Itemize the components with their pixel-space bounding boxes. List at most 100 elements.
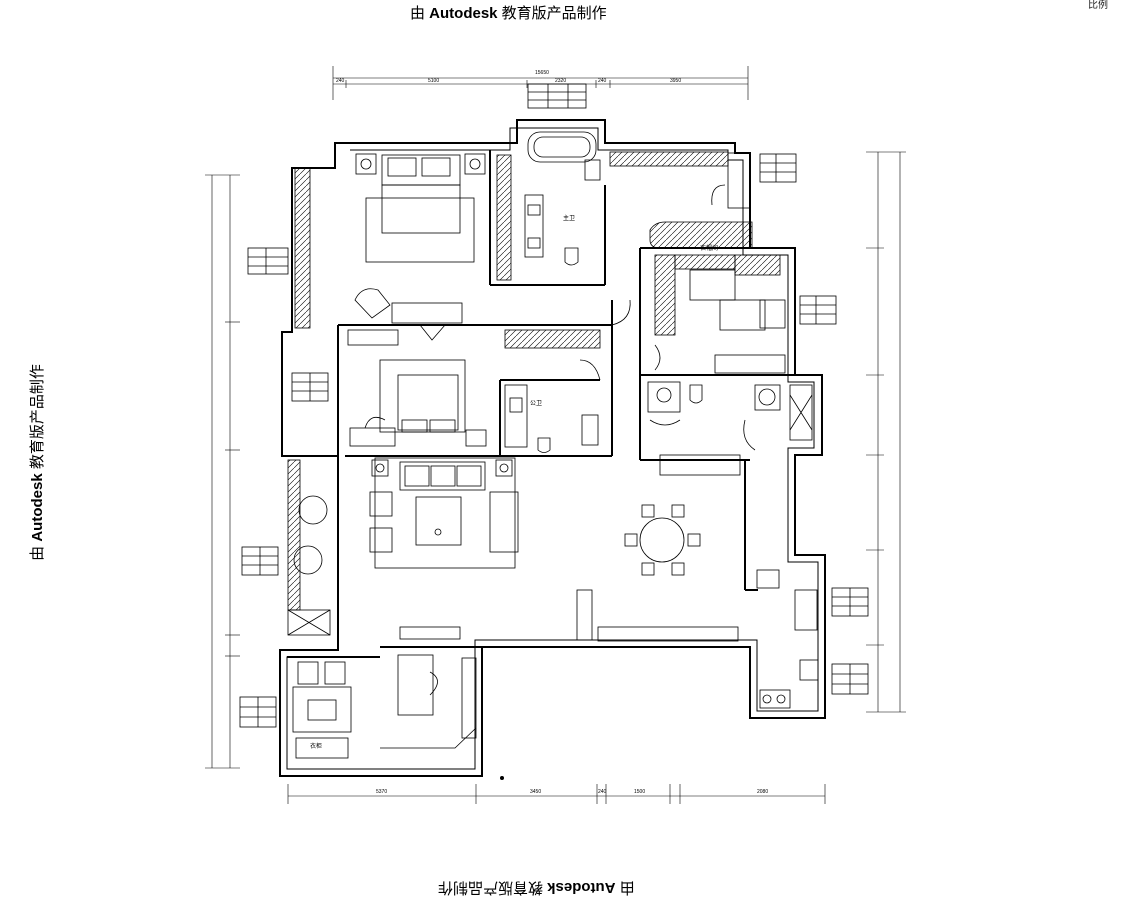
dining-chair-icon	[641, 562, 655, 576]
lamp-icon	[469, 158, 481, 170]
dining-chair-icon	[671, 504, 685, 518]
study-desk	[397, 654, 434, 716]
lamp-icon	[360, 158, 372, 170]
master-bed	[381, 184, 461, 234]
dim-bottom-seg-2: 3450	[530, 789, 541, 795]
armchair-icon	[324, 661, 346, 685]
tv-cabinet-living	[399, 626, 461, 640]
wardrobe-master	[496, 154, 512, 281]
legend-table	[241, 546, 279, 576]
side-table-icon	[495, 459, 513, 477]
service-rooms	[647, 354, 813, 476]
room-label-closet: 衣帽间	[700, 244, 718, 252]
pillow-icon	[387, 157, 417, 177]
entry-marker	[500, 776, 504, 780]
dimension-bottom: 5370 3450 240 1500 2080	[287, 784, 826, 804]
living-rug	[374, 457, 516, 569]
stove-icon	[759, 689, 791, 709]
bathtub-icon	[527, 131, 597, 163]
bedroom-rug	[365, 197, 475, 263]
closet-shelf-left	[654, 254, 676, 336]
closet-shelf-right	[734, 254, 781, 276]
coffee-table	[415, 496, 462, 546]
dim-top-seg-4: 240	[598, 78, 607, 84]
legend-table	[799, 295, 837, 325]
shower-icon	[584, 159, 601, 181]
l-shelf	[380, 727, 477, 749]
chair-icon	[364, 416, 386, 429]
study-rug	[292, 686, 352, 733]
dim-bottom-seg-1: 5370	[376, 789, 387, 795]
master-bed-headboard	[381, 154, 461, 186]
dining-chair-icon	[641, 504, 655, 518]
study-table	[307, 699, 337, 721]
study-room: 衣柜	[292, 654, 477, 759]
chair-icon	[429, 671, 438, 696]
armchair-icon	[369, 491, 393, 517]
exterior-walls	[279, 119, 826, 777]
desk-icon	[349, 427, 396, 447]
legend-table	[759, 153, 797, 183]
round-chair-icon	[298, 495, 328, 525]
second-bedroom	[347, 324, 601, 447]
legend-table	[247, 247, 289, 275]
sofa-side	[489, 491, 519, 553]
dressing-table	[719, 299, 766, 331]
sideboard-icon	[597, 626, 739, 642]
room-label-master-bath: 主卫	[563, 214, 575, 222]
washer-icon	[754, 384, 781, 411]
legend-table	[831, 663, 869, 695]
doors	[579, 299, 756, 451]
dim-top-seg-5: 3950	[670, 78, 681, 84]
fridge-icon	[756, 569, 780, 589]
armchair-icon	[297, 661, 319, 685]
dim-top-seg-2: 5100	[428, 78, 439, 84]
closet-shelf-mid	[674, 254, 736, 270]
armchair-icon	[369, 527, 393, 553]
nightstand-right	[464, 153, 486, 175]
toilet-icon	[564, 247, 579, 266]
closet-shelf-curve	[649, 221, 753, 249]
door-icon	[579, 359, 601, 381]
vanity-icon	[504, 384, 528, 448]
second-bathroom: 公卫	[504, 384, 599, 453]
dimension-left	[205, 174, 240, 769]
cushion-icon	[430, 465, 456, 487]
storage-cabinet	[287, 609, 331, 636]
cushion-icon	[456, 465, 482, 487]
dimension-right	[866, 151, 906, 713]
door-icon	[743, 419, 756, 451]
watermark-top: 由 Autodesk 教育版产品制作	[410, 5, 607, 22]
shower-icon	[581, 414, 599, 446]
walk-in-closet: 衣帽间	[609, 151, 786, 336]
sofa-main	[399, 461, 486, 491]
cooktop-icon	[799, 659, 819, 681]
nightstand-icon	[465, 429, 487, 447]
wall-cabinet	[347, 329, 399, 346]
sink-icon	[794, 589, 818, 631]
ottoman-icon	[759, 299, 786, 329]
dining-chair-icon	[687, 533, 701, 547]
dim-top-seg-1: 240	[336, 78, 345, 84]
door-icon	[649, 419, 681, 426]
nightstand-left	[355, 153, 377, 175]
tv-cabinet	[391, 302, 463, 324]
cabinet-icon	[714, 354, 786, 374]
room-label-bath-2: 公卫	[530, 400, 542, 407]
dimension-top: 15650 240 5100 2320 240 3950	[332, 66, 749, 100]
legend-table	[527, 83, 587, 109]
living-room	[287, 457, 519, 640]
dim-bottom-seg-4: 1500	[634, 789, 645, 795]
room-label-study-closet: 衣柜	[310, 742, 322, 750]
door-icon	[654, 344, 661, 371]
wardrobe-study	[295, 737, 349, 759]
balcony-icon	[789, 384, 813, 441]
dining-chair-icon	[671, 562, 685, 576]
legend-table	[831, 587, 869, 617]
door-icon	[611, 299, 631, 326]
pillow-icon	[429, 419, 456, 433]
bedroom-rug-2	[379, 359, 466, 433]
sink-icon	[647, 381, 681, 413]
wine-cabinet	[576, 589, 593, 641]
